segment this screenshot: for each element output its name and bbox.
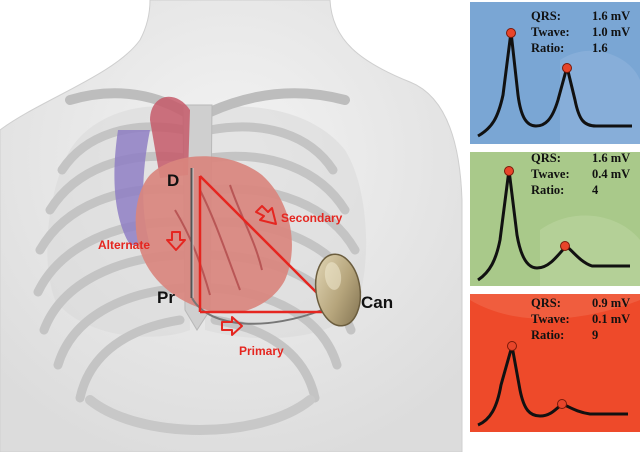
alternate-vector-panel: QRS: 0.9 mV Twave: 0.1 mV Ratio: 9 — [470, 294, 640, 432]
panel-1-twave-marker — [562, 63, 572, 73]
panel-3-qrs-value: 0.9 mV — [592, 296, 630, 310]
vector-label-primary: Primary — [239, 344, 284, 358]
panel-3-twave-marker — [557, 399, 567, 409]
panel-1-qrs-value: 1.6 mV — [592, 9, 630, 23]
panel-2-twave-label: Twave: — [531, 167, 570, 181]
panel-3-twave-label: Twave: — [531, 312, 570, 326]
panel-1-qrs-marker — [506, 28, 516, 38]
primary-vector-panel: QRS: 1.6 mV Twave: 1.0 mV Ratio: 1.6 — [470, 2, 640, 144]
right-clavicle — [205, 88, 350, 117]
secondary-vector-panel: QRS: 1.6 mV Twave: 0.4 mV Ratio: 4 — [470, 151, 640, 286]
panel-2-ecg-trace — [477, 168, 630, 282]
heart — [135, 156, 292, 314]
panel-2-ratio-value: 4 — [592, 183, 599, 197]
panel-3-ratio-value: 9 — [592, 328, 598, 342]
panel-2-qrs-marker — [504, 166, 514, 176]
electrode-label-d: D — [167, 171, 179, 190]
electrode-label-pr: Pr — [157, 288, 175, 307]
aorta — [150, 96, 190, 178]
panel-3-ecg-trace — [477, 344, 628, 427]
panel-2-qrs-value: 1.6 mV — [592, 151, 630, 165]
panel-1-twave-label: Twave: — [531, 25, 570, 39]
panel-1-qrs-label: QRS: — [531, 9, 561, 23]
panel-3-qrs-label: QRS: — [531, 296, 561, 310]
panel-2-twave-marker — [560, 241, 570, 251]
secondary-arrow-icon — [255, 205, 277, 225]
panel-3-ratio-label: Ratio: — [531, 328, 564, 342]
panel-2-background-texture — [540, 215, 640, 286]
panel-2-twave-value: 0.4 mV — [592, 167, 630, 181]
panel-1-ecg-trace — [477, 30, 632, 138]
primary-arrow-icon — [221, 316, 243, 336]
alternate-arrow-icon — [166, 231, 186, 251]
panel-1-ratio-label: Ratio: — [531, 41, 564, 55]
device-can — [314, 253, 362, 327]
vector-arrows — [166, 205, 277, 336]
panel-3-qrs-marker — [507, 341, 517, 351]
sensing-vector-triangle — [198, 175, 337, 314]
panel-1-background-texture — [560, 50, 640, 144]
vector-label-secondary: Secondary — [281, 211, 343, 225]
electrode-label-can: Can — [361, 293, 393, 312]
lower-ribcage-bones — [85, 395, 315, 435]
panel-2-ratio-label: Ratio: — [531, 183, 564, 197]
panel-3-background-texture — [470, 294, 640, 319]
panel-3-twave-value: 0.1 mV — [592, 312, 630, 326]
panel-1-ratio-value: 1.6 — [592, 41, 608, 55]
panel-2-qrs-label: QRS: — [531, 151, 561, 165]
heart-vessels — [174, 184, 263, 296]
vector-label-alternate: Alternate — [98, 238, 150, 252]
panel-1-twave-value: 1.0 mV — [592, 25, 630, 39]
